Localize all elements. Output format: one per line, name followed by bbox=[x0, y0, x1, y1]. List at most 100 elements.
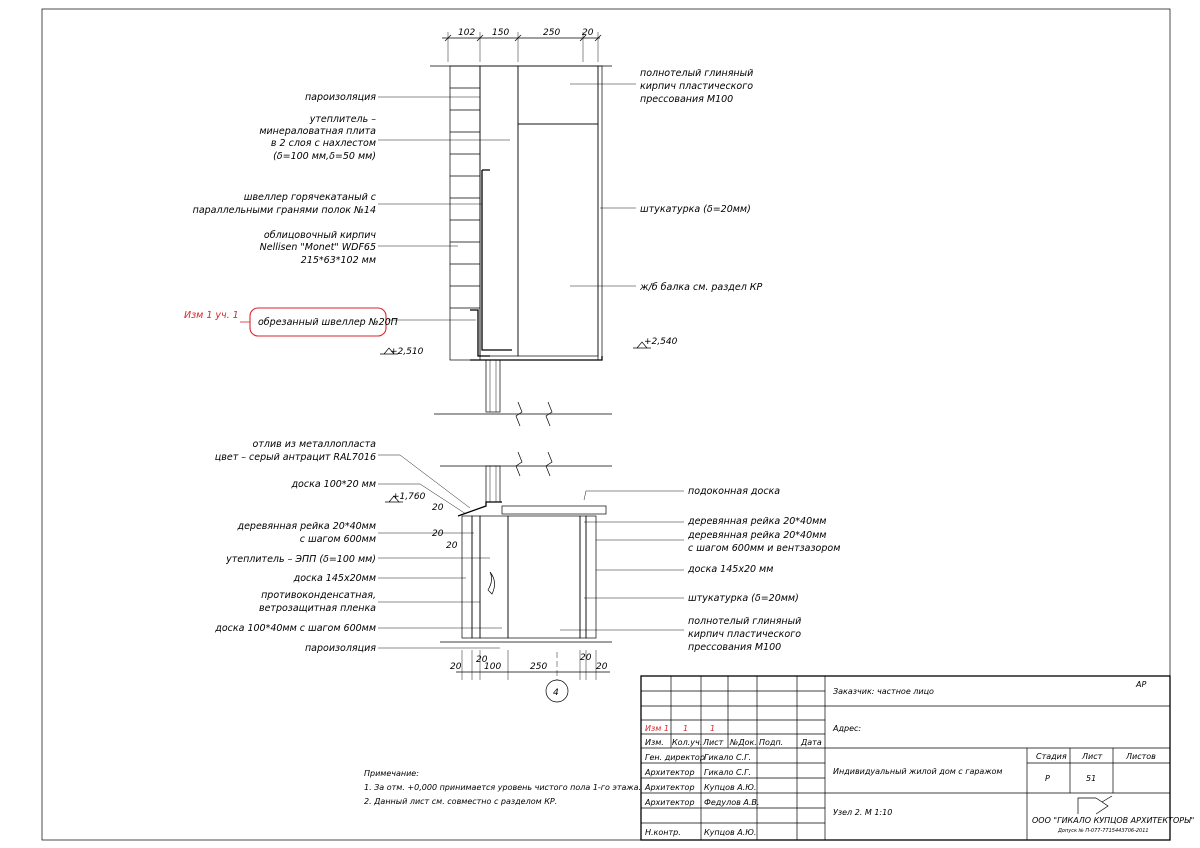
svg-text:Архитектор: Архитектор bbox=[644, 783, 695, 792]
rc-beam bbox=[517, 123, 599, 357]
labels-bottom-right: подоконная доска деревянная рейка 20*40м… bbox=[687, 486, 840, 653]
svg-text:полнотелый глиняный: полнотелый глиняный bbox=[688, 616, 801, 627]
svg-text:Примечание:: Примечание: bbox=[364, 769, 419, 778]
svg-text:Купцов А.Ю.: Купцов А.Ю. bbox=[704, 828, 756, 837]
leaders-bottom-left bbox=[378, 454, 502, 649]
level-marks: +2,510 +2,540 +1,760 bbox=[380, 337, 678, 503]
svg-text:кирпич пластического: кирпич пластического bbox=[640, 81, 753, 92]
labels-bottom-left: отлив из металлопласта цвет – серый антр… bbox=[214, 439, 376, 654]
address: Адрес: bbox=[832, 724, 861, 733]
svg-text:деревянная рейка 20*40мм: деревянная рейка 20*40мм bbox=[687, 530, 826, 541]
bottom-section: 20 20 20 20 20 100 250 20 20 4 bbox=[432, 451, 612, 703]
svg-text:подоконная доска: подоконная доска bbox=[688, 486, 780, 497]
drip-sill bbox=[457, 501, 502, 517]
svg-text:Стадия: Стадия bbox=[1036, 752, 1067, 761]
svg-text:20: 20 bbox=[446, 541, 458, 551]
plaster-top bbox=[597, 65, 603, 361]
svg-text:с шагом 600мм и вентзазором: с шагом 600мм и вентзазором bbox=[688, 543, 840, 554]
svg-text:кирпич пластического: кирпич пластического bbox=[688, 629, 801, 640]
svg-text:51: 51 bbox=[1086, 774, 1096, 783]
project-name: Индивидуальный жилой дом с гаражом bbox=[833, 767, 1002, 776]
clay-brick-top bbox=[517, 65, 599, 125]
channel-20p bbox=[470, 309, 490, 357]
svg-text:Федулов А.В.: Федулов А.В. bbox=[704, 798, 759, 807]
svg-text:доска 100*40мм с шагом 600мм: доска 100*40мм с шагом 600мм bbox=[214, 623, 376, 634]
svg-text:штукатурка (δ=20мм): штукатурка (δ=20мм) bbox=[640, 204, 751, 215]
window-frame-bottom bbox=[485, 465, 501, 503]
svg-text:с шагом 600мм: с шагом 600мм bbox=[300, 534, 376, 545]
svg-text:Лист: Лист bbox=[702, 738, 724, 747]
window-frame-top bbox=[485, 359, 501, 413]
svg-text:20: 20 bbox=[596, 662, 608, 672]
svg-text:№Док.: №Док. bbox=[729, 738, 757, 747]
sheet-frame bbox=[41, 8, 1171, 841]
eps-insulation bbox=[479, 515, 509, 639]
customer: Заказчик: частное лицо bbox=[833, 687, 934, 696]
svg-text:отлив из металлопласта: отлив из металлопласта bbox=[253, 439, 377, 450]
svg-text:Архитектор: Архитектор bbox=[644, 768, 695, 777]
svg-text:доска 145х20мм: доска 145х20мм bbox=[293, 573, 376, 584]
svg-text:доска 100*20 мм: доска 100*20 мм bbox=[290, 479, 376, 490]
svg-text:деревянная рейка 20*40мм: деревянная рейка 20*40мм bbox=[687, 516, 826, 527]
svg-text:20: 20 bbox=[432, 529, 444, 539]
svg-text:20: 20 bbox=[432, 503, 444, 513]
svg-text:пароизоляция: пароизоляция bbox=[305, 92, 376, 103]
svg-text:деревянная рейка 20*40мм: деревянная рейка 20*40мм bbox=[237, 521, 376, 532]
top-section: 102 150 250 20 bbox=[430, 28, 612, 427]
window-board bbox=[501, 505, 607, 515]
svg-text:Nellisen "Monet" WDF65: Nellisen "Monet" WDF65 bbox=[260, 242, 376, 253]
svg-text:Архитектор: Архитектор bbox=[644, 798, 695, 807]
channel-14 bbox=[481, 169, 512, 351]
svg-text:утеплитель –: утеплитель – bbox=[309, 114, 377, 125]
revision-callout: Изм 1 уч. 1 обрезанный швеллер №20П bbox=[184, 307, 398, 337]
svg-text:215*63*102 мм: 215*63*102 мм bbox=[301, 255, 376, 266]
svg-text:Дата: Дата bbox=[800, 738, 822, 747]
svg-text:+2,510: +2,510 bbox=[390, 347, 424, 357]
leaders-bottom-right bbox=[560, 490, 684, 631]
dim-top-3: 250 bbox=[543, 28, 560, 38]
notes: Примечание: 1. За отм. +0,000 принимаетс… bbox=[364, 769, 641, 806]
axis-marker-label: 4 bbox=[553, 688, 559, 698]
labels-top-right: полнотелый глиняный кирпич пластического… bbox=[639, 68, 763, 293]
svg-text:100: 100 bbox=[484, 662, 501, 672]
license: Допуск № П-077-7715443706-2011 bbox=[1057, 828, 1149, 834]
clay-brick-bottom bbox=[507, 515, 581, 639]
inner-battens bbox=[585, 515, 597, 639]
svg-text:полнотелый глиняный: полнотелый глиняный bbox=[640, 68, 753, 79]
company-logo bbox=[1077, 795, 1113, 815]
revision-row-1: Изм 1 bbox=[645, 724, 669, 733]
svg-text:доска 145х20 мм: доска 145х20 мм bbox=[687, 564, 773, 575]
company-name: ООО "ГИКАЛО КУПЦОВ АРХИТЕКТОРЫ" bbox=[1032, 816, 1194, 825]
revision-text: обрезанный швеллер №20П bbox=[258, 317, 398, 328]
svg-text:Изм.: Изм. bbox=[645, 738, 664, 747]
svg-text:минераловатная плита: минераловатная плита bbox=[259, 126, 376, 137]
svg-text:в 2 слоя с нахлестом: в 2 слоя с нахлестом bbox=[271, 138, 376, 149]
svg-text:Подп.: Подп. bbox=[759, 738, 783, 747]
svg-text:штукатурка (δ=20мм): штукатурка (δ=20мм) bbox=[688, 593, 799, 604]
svg-text:250: 250 bbox=[530, 662, 547, 672]
labels-top-left: пароизоляция утеплитель – минераловатная… bbox=[193, 92, 377, 266]
drawing-title: Узел 2. М 1:10 bbox=[833, 808, 892, 817]
leaders-top-left bbox=[378, 96, 510, 321]
title-block: Изм 1 1 1 Изм. Кол.уч. Лист №Док. Подп. … bbox=[640, 675, 1194, 841]
svg-text:пароизоляция: пароизоляция bbox=[305, 643, 376, 654]
svg-text:Листов: Листов bbox=[1125, 752, 1156, 761]
svg-text:20: 20 bbox=[580, 653, 592, 663]
plaster-bottom bbox=[579, 515, 587, 639]
svg-text:(δ=100 мм,δ=50 мм): (δ=100 мм,δ=50 мм) bbox=[273, 151, 376, 162]
svg-text:Гикало С.Г.: Гикало С.Г. bbox=[704, 753, 751, 762]
revision-row-2: 1 bbox=[683, 724, 688, 733]
svg-text:Н.контр.: Н.контр. bbox=[645, 828, 681, 837]
leaders-top-right bbox=[570, 83, 636, 287]
facing-boards bbox=[461, 515, 473, 639]
svg-text:20: 20 bbox=[450, 662, 462, 672]
svg-text:ж/б балка см. раздел КР: ж/б балка см. раздел КР bbox=[639, 282, 763, 293]
svg-text:противоконденсатная,: противоконденсатная, bbox=[261, 590, 376, 601]
svg-text:параллельными гранями полок №1: параллельными гранями полок №14 bbox=[193, 205, 376, 216]
svg-text:2. Данный лист см. совместно: 2. Данный лист см. совместно с разделом … bbox=[364, 797, 557, 806]
soffit bbox=[470, 356, 603, 361]
svg-text:Р: Р bbox=[1045, 774, 1050, 783]
svg-text:Кол.уч.: Кол.уч. bbox=[672, 738, 702, 747]
svg-text:+2,540: +2,540 bbox=[644, 337, 678, 347]
